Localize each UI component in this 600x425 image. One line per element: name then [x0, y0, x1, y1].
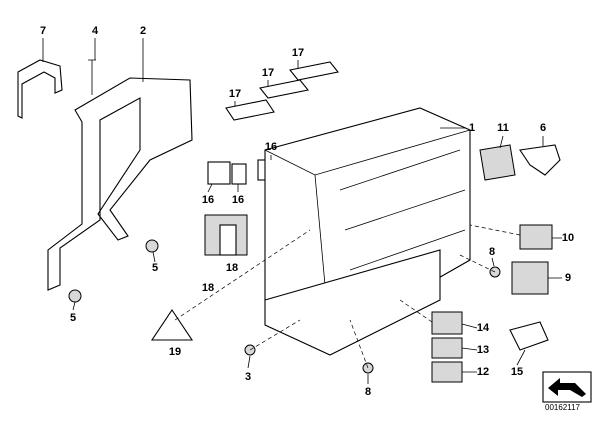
callout-12: 12: [476, 366, 490, 378]
callout-18: 18: [201, 282, 215, 294]
part-9-relay: [511, 261, 549, 295]
diagram-id: 00162117: [545, 403, 580, 412]
part-11-relay: [479, 144, 516, 181]
part-16-connector: [231, 163, 247, 185]
part-14-module: [431, 311, 463, 335]
part-18-holder: [219, 224, 237, 256]
callout-1: 1: [468, 122, 476, 134]
callout-16: 16: [264, 141, 278, 153]
callout-14: 14: [476, 322, 490, 334]
part-12-module: [431, 361, 463, 383]
part-10-relay: [519, 224, 553, 250]
callout-13: 13: [476, 344, 490, 356]
callout-5: 5: [69, 312, 77, 324]
callout-7: 7: [39, 25, 47, 37]
callout-19: 19: [168, 346, 182, 358]
part-5-nut: [145, 239, 159, 253]
callout-9: 9: [564, 272, 572, 284]
part-6-bracket: [519, 144, 561, 176]
callout-16: 16: [231, 194, 245, 206]
part-15-connector: [509, 321, 549, 351]
callout-18: 18: [225, 262, 239, 274]
callout-11: 11: [497, 122, 509, 134]
callout-5: 5: [151, 262, 159, 274]
part-17-connector: [259, 79, 309, 99]
callout-8: 8: [488, 246, 496, 258]
callout-6: 6: [539, 122, 547, 134]
part-4-pin: [88, 59, 96, 95]
callout-17: 17: [291, 47, 305, 59]
part-17-connector: [289, 61, 339, 81]
part-2-bracket: [47, 77, 193, 291]
part-17-connector: [225, 99, 275, 121]
callout-8: 8: [364, 386, 372, 398]
part-1-lower-base: [264, 249, 441, 356]
part-5-nut: [68, 289, 82, 303]
part-16-connector: [207, 161, 231, 185]
callout-15: 15: [510, 366, 524, 378]
part-7-bracket: [17, 59, 63, 119]
callout-17: 17: [261, 67, 275, 79]
warning-triangle-icon: [150, 309, 194, 341]
callout-4: 4: [91, 25, 99, 37]
callout-3: 3: [244, 371, 252, 383]
callout-17: 17: [228, 88, 242, 100]
part-13-module: [431, 337, 463, 359]
callout-10: 10: [561, 232, 575, 244]
callout-16: 16: [201, 194, 215, 206]
callout-2: 2: [139, 25, 147, 37]
